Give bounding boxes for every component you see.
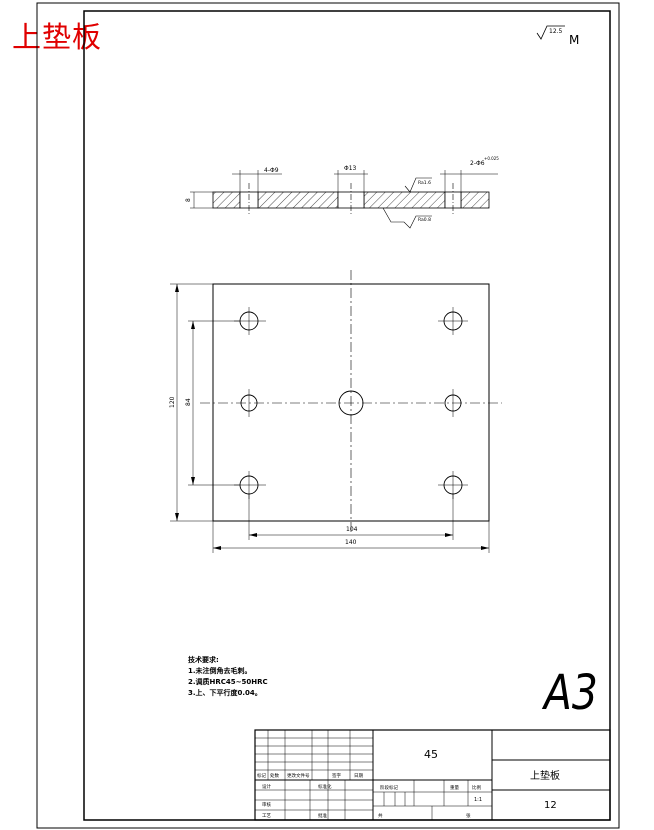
scale: 1:1	[474, 797, 482, 803]
label-process: 工艺	[262, 813, 271, 819]
title-block-text: 45 上垫板 12 1:1 标记 处数 更改文件号 签字 日期 设计 标准化 审…	[257, 748, 560, 819]
dim-height-outer: 120	[169, 396, 176, 408]
label-review: 审核	[262, 801, 271, 808]
dim-thickness: 8	[185, 198, 192, 202]
material: 45	[424, 748, 438, 761]
label-weight: 重量	[450, 784, 459, 791]
dim-width-inner: 104	[346, 526, 358, 533]
roughness-top-mark: M	[569, 33, 579, 47]
label-file-no: 更改文件号	[287, 772, 310, 779]
tech-notes: 技术要求: 1.未注倒角去毛刺。 2.调质HRC45~50HRC 3.上、下平行…	[188, 655, 268, 699]
drawing-no: 12	[544, 800, 557, 811]
inner-frame	[83, 10, 611, 821]
label-standardize: 标准化	[318, 783, 332, 790]
title-block	[254, 729, 611, 821]
roughness-a: Ra1.6	[418, 180, 431, 186]
tech-note-3: 3.上、下平行度0.04。	[188, 689, 262, 697]
dim-width-outer: 140	[345, 539, 357, 546]
label-sheet: 张	[466, 812, 471, 819]
dim-height-inner: 84	[185, 398, 192, 406]
label-total: 共	[378, 812, 383, 819]
plan-view: 120 84 104 140	[169, 270, 502, 553]
section-view: 4-Φ9 Φ13 2-Φ6 +0.025 8 Ra1.6 Ra0.8	[185, 156, 499, 229]
roughness-top-value: 12.5	[549, 28, 563, 35]
label-approve: 批准	[318, 812, 327, 819]
label-count: 处数	[270, 772, 279, 779]
tech-note-2: 2.调质HRC45~50HRC	[188, 678, 268, 686]
label-date: 日期	[354, 773, 363, 779]
dim-hole-center: Φ13	[344, 165, 357, 172]
label-signature: 签字	[332, 772, 341, 779]
sheet-size: A3	[544, 665, 598, 721]
label-mark: 标记	[257, 772, 266, 779]
label-designer: 设计	[262, 783, 271, 790]
label-ratio: 比例	[472, 784, 481, 791]
part-name: 上垫板	[530, 769, 560, 782]
outer-frame	[36, 2, 620, 829]
tech-note-1: 1.未注倒角去毛刺。	[188, 667, 252, 675]
red-title: 上垫板	[12, 20, 103, 54]
dim-holes-left: 4-Φ9	[264, 167, 279, 174]
roughness-symbol-top: 12.5 M	[536, 25, 579, 47]
tech-notes-heading: 技术要求:	[188, 656, 219, 664]
roughness-b: Ra0.8	[418, 217, 431, 223]
label-stage-mark: 阶段标记	[380, 784, 398, 791]
dim-holes-right-tol: +0.025	[484, 156, 499, 161]
dim-holes-right: 2-Φ6	[470, 160, 485, 167]
